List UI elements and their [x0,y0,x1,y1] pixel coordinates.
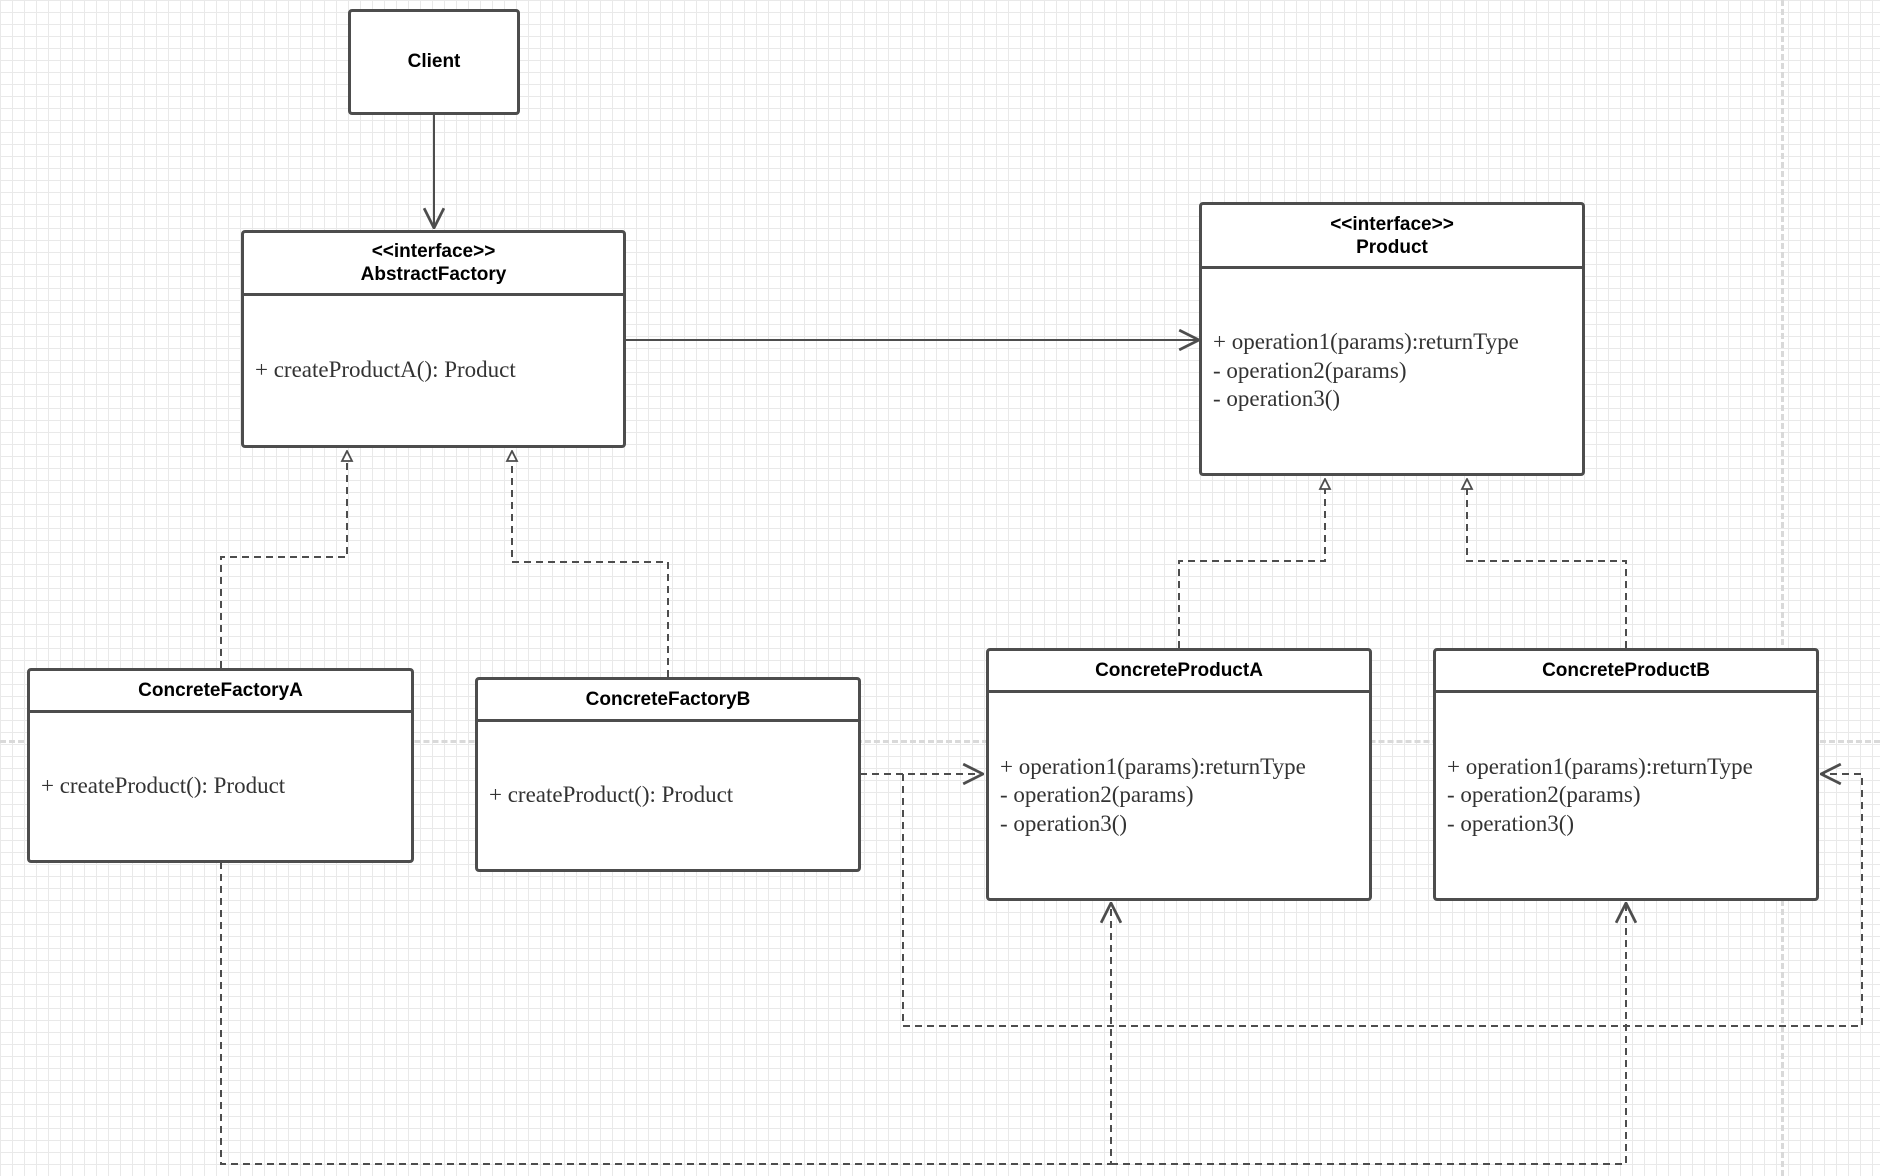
member-item: - operation2(params) [1000,782,1194,808]
class-concretefactoryb[interactable]: ConcreteFactoryB + createProduct(): Prod… [475,677,861,872]
class-header: ConcreteFactoryA [30,671,411,713]
member-item: + operation1(params):returnType [1213,329,1519,355]
member-item: - operation3() [1000,810,1128,836]
page-break-horizontal [0,740,1880,743]
concretefactorya-to-concreteproducta-dependency[interactable] [220,862,1111,1165]
class-header: ConcreteProductB [1436,651,1816,693]
concretefactorya-realization[interactable] [220,451,347,668]
concretefactorya-to-concreteproductb-dependency[interactable] [1111,903,1626,1165]
class-name: ConcreteFactoryB [585,689,751,710]
class-name: Client [407,51,461,72]
class-concretefactorya[interactable]: ConcreteFactoryA + createProduct(): Prod… [27,668,414,863]
page-break-vertical [1781,0,1784,1176]
class-name: Product [1356,236,1428,258]
class-concreteproducta[interactable]: ConcreteProductA + operation1(params):re… [986,648,1372,901]
concretefactoryb-to-concreteproductb-dependency[interactable] [902,774,1863,1027]
class-members: + createProduct(): Product [30,713,411,860]
class-members: + operation1(params):returnType - operat… [1436,693,1816,898]
class-members: + createProduct(): Product [478,722,858,869]
class-members: + operation1(params):returnType - operat… [989,693,1369,898]
class-header: ConcreteProductA [989,651,1369,693]
concreteproductb-realization[interactable] [1467,479,1627,648]
member-item: - operation2(params) [1213,357,1407,383]
class-concreteproductb[interactable]: ConcreteProductB + operation1(params):re… [1433,648,1819,901]
concretefactoryb-realization[interactable] [512,451,669,677]
class-members: + createProductA(): Product [244,296,623,445]
class-name: ConcreteProductB [1542,660,1710,681]
class-stereotype: <<interface>> [1330,213,1454,235]
class-name: AbstractFactory [360,264,507,285]
class-name: ConcreteFactoryA [138,680,303,701]
member-item: - operation3() [1447,810,1575,836]
class-abstractfactory[interactable]: <<interface>> AbstractFactory + createPr… [241,230,626,448]
member-item: + createProduct(): Product [41,773,286,799]
class-header: ConcreteFactoryB [478,680,858,722]
class-stereotype: <<interface>> [371,241,496,262]
member-item: + operation1(params):returnType [1447,753,1753,779]
member-item: - operation3() [1213,386,1341,412]
class-product[interactable]: <<interface>> Product + operation1(param… [1199,202,1585,476]
class-client[interactable]: Client [348,9,520,115]
class-members: + operation1(params):returnType - operat… [1202,269,1582,473]
member-item: - operation2(params) [1447,782,1641,808]
class-header: <<interface>> Product [1202,205,1582,269]
class-header: <<interface>> AbstractFactory [244,233,623,296]
member-item: + operation1(params):returnType [1000,753,1306,779]
class-name: ConcreteProductA [1095,660,1263,681]
concreteproducta-realization[interactable] [1178,479,1325,648]
member-item: + createProductA(): Product [255,357,516,383]
member-item: + createProduct(): Product [489,782,734,808]
